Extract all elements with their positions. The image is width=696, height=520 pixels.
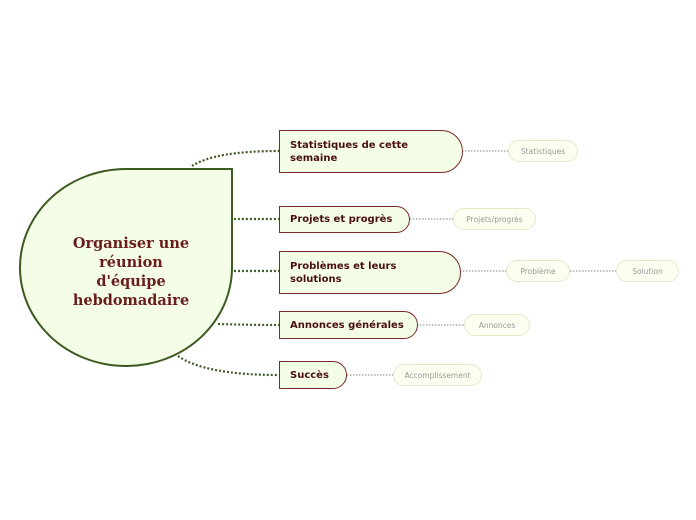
topic-problemes[interactable]: Problèmes et leurs solutions: [279, 251, 461, 294]
topic-statistiques[interactable]: Statistiques de cette semaine: [279, 130, 463, 173]
topic-projets[interactable]: Projets et progrès: [279, 206, 410, 233]
sub-connectors: [347, 150, 616, 376]
topic-label: Succès: [290, 369, 329, 381]
subtopic-projets-progres[interactable]: Projets/progrès: [453, 208, 536, 230]
subtopic-accomplissement[interactable]: Accomplissement: [393, 364, 482, 386]
root-connectors: [177, 149, 280, 377]
topic-label: Problèmes et leurs solutions: [290, 260, 397, 285]
topic-label: Projets et progrès: [290, 214, 393, 225]
connector-annonces: [217, 322, 280, 327]
subtopic-solution[interactable]: Solution: [616, 260, 679, 282]
central-topic-title: Organiser une réunion d'équipe hebdomada…: [72, 234, 190, 309]
topic-label: Annonces générales: [290, 319, 404, 331]
subtopic-statistiques[interactable]: Statistiques: [508, 140, 578, 162]
topic-annonces[interactable]: Annonces générales: [279, 311, 418, 339]
connector-statistiques: [191, 149, 280, 167]
topic-succes[interactable]: Succès: [279, 361, 347, 389]
subtopic-annonces[interactable]: Annonces: [464, 314, 530, 336]
subtopic-probleme[interactable]: Problème: [506, 260, 570, 282]
topic-label: Statistiques de cette semaine: [290, 139, 409, 164]
central-topic[interactable]: Organiser une réunion d'équipe hebdomada…: [19, 168, 233, 367]
connector-succes: [177, 355, 280, 377]
